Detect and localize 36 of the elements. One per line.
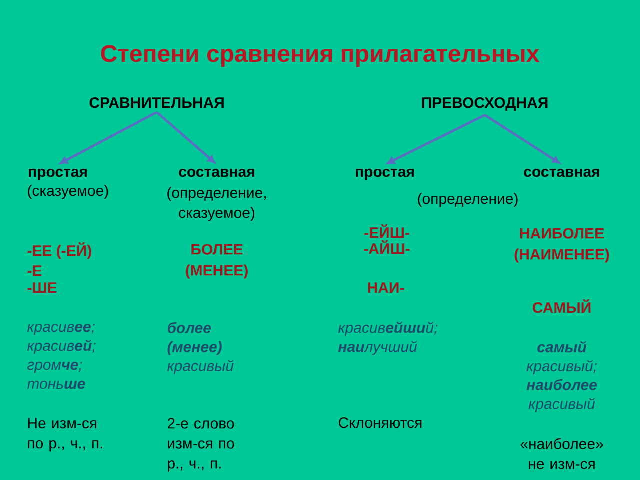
type-label: составная bbox=[524, 168, 600, 178]
suffix-label: -Е bbox=[28, 266, 42, 276]
example-word: тоньше bbox=[27, 380, 86, 390]
note-text: «наиболее» не изм-ся bbox=[520, 438, 604, 470]
type-label: составная bbox=[179, 168, 254, 178]
word-label: САМЫЙ bbox=[533, 299, 591, 314]
example-word: громче; bbox=[28, 362, 82, 374]
example-word: красивее; bbox=[27, 324, 95, 336]
arrow bbox=[60, 111, 158, 164]
arrow bbox=[484, 114, 560, 164]
suffix-label: -ШЕ bbox=[28, 282, 57, 293]
example-phrase: более (менее) красивый bbox=[167, 322, 234, 374]
example-phrase: самый красивый; bbox=[526, 341, 597, 375]
suffix-label: -ЕЕ (-ЕЙ) bbox=[28, 242, 92, 260]
usage-note: (сказуемое) bbox=[28, 185, 108, 200]
note-text: Склоняются bbox=[338, 418, 422, 428]
type-label: простая bbox=[356, 168, 414, 180]
category-heading: ПРЕВОСХОДНАЯ bbox=[422, 98, 548, 111]
usage-note: (определение, сказуемое) bbox=[168, 187, 266, 222]
category-heading: СРАВНИТЕЛЬНАЯ bbox=[90, 98, 224, 108]
arrow bbox=[387, 114, 486, 164]
title: Степени сравнения прилагательных bbox=[101, 45, 540, 67]
example-word: наилучший bbox=[338, 340, 418, 356]
arrow bbox=[156, 111, 216, 164]
word-label: НАИБОЛЕЕ (НАИМЕНЕЕ) bbox=[514, 228, 610, 263]
suffix-label: -АЙШ- bbox=[364, 240, 410, 254]
note-text: Не изм-ся по р., ч., п. bbox=[28, 418, 102, 452]
example-phrase: наиболее красивый bbox=[526, 379, 597, 412]
word-label: БОЛЕЕ (МЕНЕЕ) bbox=[186, 244, 248, 279]
suffix-label: -ЕЙШ- bbox=[364, 224, 410, 238]
type-label: простая bbox=[29, 168, 87, 180]
example-word: красивей; bbox=[27, 340, 96, 354]
note-text: 2-е слово изм-ся по р., ч., п. bbox=[168, 418, 234, 472]
example-word: красивейший; bbox=[338, 322, 438, 336]
usage-note: (определение) bbox=[418, 193, 518, 208]
suffix-label: НАИ- bbox=[368, 282, 404, 293]
